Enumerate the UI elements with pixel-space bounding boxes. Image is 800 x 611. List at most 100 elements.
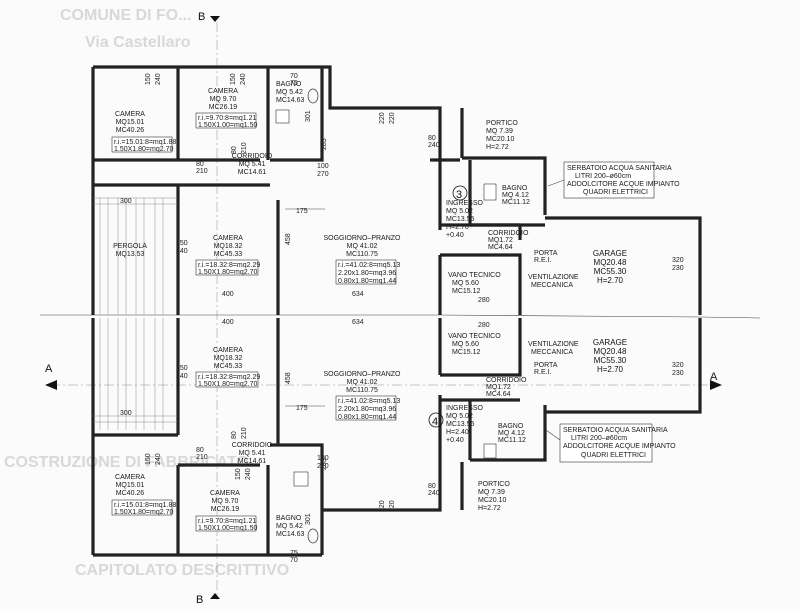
room-camera-top-center: CAMERA MQ 9.70 MC26.19 r.i.=9.70:8=mq1.2… [195, 88, 257, 129]
room-camera-middle-bottom: CAMERA MQ18.32 MC45.33 r.i.=18.32:8=mq2.… [195, 347, 260, 388]
svg-text:MQ 5.42: MQ 5.42 [276, 523, 303, 530]
svg-text:INGRESSO: INGRESSO [446, 405, 484, 412]
svg-text:150: 150 [176, 365, 188, 372]
svg-text:MC26.19: MC26.19 [211, 506, 240, 513]
svg-text:MC20.10: MC20.10 [486, 136, 515, 143]
svg-text:H=2.72: H=2.72 [486, 144, 509, 151]
room-bagno-service-bottom: BAGNO MQ 4.12 MC11.12 [483, 423, 526, 459]
svg-text:PERGOLA: PERGOLA [113, 243, 147, 250]
svg-text:MQ 5.41: MQ 5.41 [239, 450, 266, 457]
watermark-via: Via Castellaro [85, 34, 191, 51]
svg-text:H=2.40: H=2.40 [446, 429, 469, 436]
boundary-line [40, 314, 761, 319]
svg-text:ADDOLCITORE ACQUE IMPIANTO: ADDOLCITORE ACQUE IMPIANTO [563, 443, 676, 450]
svg-text:80: 80 [231, 146, 238, 154]
svg-text:MC26.19: MC26.19 [209, 104, 238, 111]
svg-text:CAMERA: CAMERA [210, 490, 240, 497]
svg-text:210: 210 [196, 454, 208, 461]
svg-text:INGRESSO: INGRESSO [446, 200, 484, 207]
svg-text:BAGNO: BAGNO [276, 81, 302, 88]
svg-text:220: 220 [389, 500, 396, 512]
room-bagno-top: BAGNO MQ 5.42 MC14.63 [275, 81, 319, 124]
svg-text:80: 80 [196, 447, 204, 454]
svg-text:MQ 5.60: MQ 5.60 [452, 280, 479, 287]
room-ingresso-top: 3 INGRESSO MQ 5.02 MC13.55 H=2.70 +0.40 [446, 185, 484, 239]
svg-text:220: 220 [389, 112, 396, 124]
svg-text:r.i.=9.70:8=mq1.21: r.i.=9.70:8=mq1.21 [198, 115, 256, 122]
svg-text:CAMERA: CAMERA [115, 474, 145, 481]
svg-text:MC55.30: MC55.30 [594, 356, 627, 365]
svg-text:1.50X1.80=mq2.70: 1.50X1.80=mq2.70 [114, 509, 173, 516]
svg-text:280: 280 [478, 297, 490, 304]
svg-text:MC110.75: MC110.75 [346, 251, 378, 258]
room-garage-top: GARAGE MQ20.48 MC55.30 H=2.70 [593, 249, 627, 285]
svg-text:+0.40: +0.40 [446, 437, 464, 444]
svg-text:VENTILAZIONE: VENTILAZIONE [528, 341, 579, 348]
svg-text:MQ 9.70: MQ 9.70 [212, 498, 239, 505]
svg-text:R.E.I.: R.E.I. [534, 257, 552, 264]
unit-number-4: 4 [432, 416, 438, 428]
svg-text:MQ 5.60: MQ 5.60 [452, 341, 479, 348]
room-soggiorno-top: SOGGIORNO–PRANZO MQ 41.02 MC110.75 r.i.=… [323, 235, 401, 285]
svg-text:MC13.55: MC13.55 [446, 421, 475, 428]
svg-text:CORRIDOIO: CORRIDOIO [488, 230, 529, 237]
svg-text:100: 100 [317, 163, 329, 170]
svg-text:MC14.61: MC14.61 [238, 458, 267, 465]
svg-text:150: 150 [176, 240, 188, 247]
svg-text:458: 458 [285, 372, 292, 384]
svg-text:240: 240 [428, 490, 440, 497]
svg-text:MC20.10: MC20.10 [478, 497, 507, 504]
section-line-a: A A [45, 363, 722, 390]
room-camera-middle-top: CAMERA MQ18.32 MC45.33 r.i.=18.32:8=mq2.… [195, 235, 260, 276]
svg-text:r.i.=41.02:8=mq5.13: r.i.=41.02:8=mq5.13 [338, 262, 400, 269]
svg-text:80: 80 [428, 135, 436, 142]
svg-text:CORRIDOIO: CORRIDOIO [232, 153, 273, 160]
svg-text:240: 240 [155, 73, 162, 85]
svg-text:MC13.55: MC13.55 [446, 216, 475, 223]
svg-text:230: 230 [672, 370, 684, 377]
pergola-hatch-bottom [93, 318, 178, 430]
svg-text:MQ1.72: MQ1.72 [486, 384, 511, 391]
svg-text:MQ1.72: MQ1.72 [488, 237, 513, 244]
svg-text:MC55.30: MC55.30 [594, 267, 627, 276]
svg-text:280: 280 [478, 322, 490, 329]
svg-text:MC15.12: MC15.12 [452, 349, 481, 356]
svg-text:MQ18.32: MQ18.32 [214, 243, 243, 250]
svg-text:240: 240 [240, 73, 247, 85]
svg-text:r.i.=9.70:8=mq1.21: r.i.=9.70:8=mq1.21 [198, 518, 256, 525]
room-corridoio-service-top: CORRIDOIO MQ1.72 MC4.64 [488, 230, 529, 251]
room-pergola: PERGOLA MQ13.53 [113, 243, 147, 258]
svg-text:100: 100 [317, 455, 329, 462]
svg-text:MC4.64: MC4.64 [486, 391, 511, 398]
svg-text:301: 301 [305, 110, 312, 122]
section-a-left: A [45, 363, 53, 375]
unit-top-walls [91, 65, 702, 315]
svg-text:300: 300 [120, 410, 132, 417]
label-porta-top: PORTA R.E.I. VENTILAZIONE MECCANICA [528, 250, 579, 289]
svg-text:MC4.64: MC4.64 [488, 244, 513, 251]
svg-text:400: 400 [222, 291, 234, 298]
svg-text:MQ 41.02: MQ 41.02 [347, 243, 378, 250]
svg-text:175: 175 [296, 208, 308, 215]
svg-text:MQ 4.12: MQ 4.12 [498, 430, 525, 437]
svg-text:320: 320 [672, 257, 684, 264]
svg-text:240: 240 [176, 373, 188, 380]
svg-text:MECCANICA: MECCANICA [531, 349, 573, 356]
svg-text:CAMERA: CAMERA [213, 235, 243, 242]
svg-text:240: 240 [176, 248, 188, 255]
svg-text:CAMERA: CAMERA [213, 347, 243, 354]
label-ventilazione-bottom: VENTILAZIONE MECCANICA PORTA R.E.I. [528, 341, 579, 376]
watermark-comune: COMUNE DI FO... [60, 7, 192, 24]
svg-text:458: 458 [285, 233, 292, 245]
svg-text:MC40.26: MC40.26 [116, 490, 145, 497]
dimensions: 150 240 150 240 75 70 301 100 270 80 210… [120, 73, 684, 564]
svg-text:PORTA: PORTA [534, 362, 558, 369]
svg-text:270: 270 [317, 171, 329, 178]
svg-text:BAGNO: BAGNO [502, 185, 528, 192]
svg-text:1.50X1.80=mq2.70: 1.50X1.80=mq2.70 [114, 146, 173, 153]
svg-text:2.20x1.80=mq3.96: 2.20x1.80=mq3.96 [338, 270, 396, 277]
svg-text:80: 80 [196, 161, 204, 168]
svg-text:MQ 4.12: MQ 4.12 [502, 192, 529, 199]
svg-text:MQ 41.02: MQ 41.02 [347, 379, 378, 386]
